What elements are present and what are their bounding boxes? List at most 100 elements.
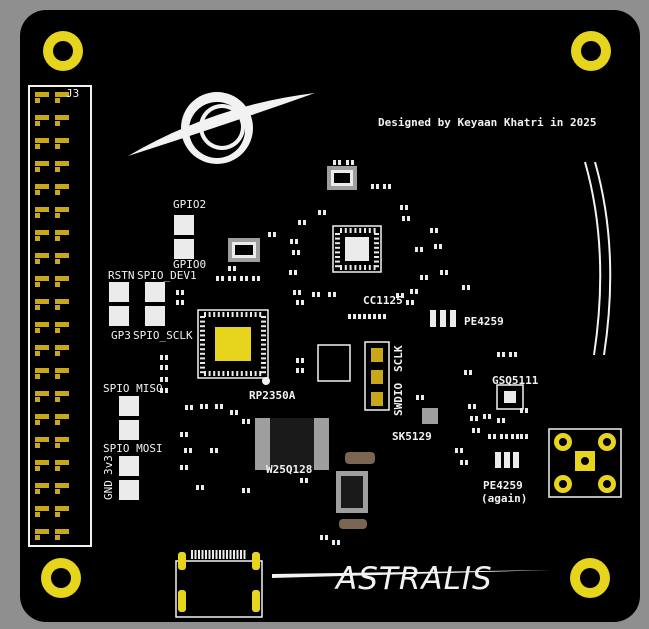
header-pin [55, 115, 69, 120]
smd-pad [190, 405, 193, 410]
qfn-pin [254, 312, 257, 317]
header-pin [35, 512, 40, 517]
qfn-pin [261, 362, 266, 364]
smd-pad [511, 434, 514, 439]
usb-pin [215, 550, 218, 559]
header-pin [55, 512, 60, 517]
qfn-pin [200, 334, 205, 337]
smd-pad [445, 270, 448, 275]
header-pin [55, 345, 69, 350]
smd-pad [435, 228, 438, 233]
smd-pad [300, 478, 303, 483]
chip-sk5129 [422, 408, 438, 424]
label-cc1125: CC1125 [363, 294, 403, 307]
smd-pad [509, 352, 512, 357]
pad-spio-dev1 [145, 282, 165, 302]
smd-pad [185, 405, 188, 410]
qfn-pin [374, 242, 379, 245]
header-pin [55, 506, 69, 511]
smd-pad [353, 314, 356, 319]
smd-pad [473, 404, 476, 409]
pad-gpio2 [174, 215, 194, 235]
smd-pad [196, 485, 199, 490]
smd-pad [215, 448, 218, 453]
header-pin [35, 397, 40, 402]
smd-pad [165, 365, 168, 370]
board-outline [20, 10, 640, 622]
header-pin [35, 322, 49, 327]
header-pin [55, 414, 69, 419]
smd-pad [235, 410, 238, 415]
header-pin [35, 184, 49, 189]
usb-pin [236, 550, 239, 559]
header-pin [35, 489, 40, 494]
label-rstn: RSTN [108, 269, 135, 282]
qfn-pin [227, 312, 229, 317]
smd-pad [500, 434, 503, 439]
qfn-pin [261, 325, 266, 328]
header-pin [35, 236, 40, 241]
smd-pad [220, 404, 223, 409]
qfn-pin [204, 371, 206, 376]
qfn-pin [340, 265, 342, 270]
smd-pad [525, 408, 528, 413]
qfn-pin [200, 316, 205, 318]
header-pin [35, 391, 49, 396]
smd-pad [296, 358, 299, 363]
header-pin [35, 506, 49, 511]
qfn-pin [354, 228, 357, 233]
smd-pad [216, 276, 219, 281]
smd-pad [332, 540, 335, 545]
smd-pad [230, 410, 233, 415]
smd-pad [488, 414, 491, 419]
crystal-top [327, 166, 357, 190]
qfn-pin [344, 265, 347, 270]
smd-pad [180, 465, 183, 470]
smd-pad [460, 448, 463, 453]
pad-rstn [109, 282, 129, 302]
qfn-pin [200, 362, 205, 364]
rf-connector [548, 428, 622, 498]
smd-pad [184, 448, 187, 453]
qfn-pin [344, 228, 347, 233]
smd-pad [247, 488, 250, 493]
smd-pad [160, 388, 163, 393]
header-pin [35, 138, 49, 143]
qfn-pin [359, 265, 362, 270]
label-spio-dev1: SPIO_DEV1 [137, 269, 197, 282]
smd-pad [525, 434, 528, 439]
smd-pad [396, 293, 399, 298]
smd-pad [488, 434, 491, 439]
qfn-pin [200, 339, 205, 341]
qfn-pin [261, 357, 266, 360]
header-pin [35, 368, 49, 373]
header-pin [35, 121, 40, 126]
qfn-pin [200, 371, 205, 374]
smd-pad [233, 266, 236, 271]
smd-pad [180, 432, 183, 437]
smd-pad [464, 370, 467, 375]
header-pin [55, 190, 60, 195]
chip-pe4259 [430, 310, 456, 327]
qfn-pin [364, 265, 366, 270]
smd-pad [181, 300, 184, 305]
mount-hole-top-right [571, 31, 611, 71]
smd-pad [410, 289, 413, 294]
smd-pad [165, 388, 168, 393]
qfn-pin [374, 265, 379, 268]
header-pin [35, 443, 40, 448]
label-rp2350a: RP2350A [249, 389, 296, 402]
label-gpio0: GPIO0 [173, 258, 206, 271]
label-spio-miso: SPIO MISO [103, 382, 163, 395]
smd-pad [176, 300, 179, 305]
qfn-pin [261, 371, 266, 374]
smd-pad [205, 404, 208, 409]
header-pin [35, 328, 40, 333]
usb-pin [201, 550, 204, 559]
pin-header-outline [28, 85, 92, 547]
qfn-pin [261, 352, 266, 355]
header-pin [35, 144, 40, 149]
smd-pad [185, 465, 188, 470]
header-pin [55, 98, 60, 103]
smd-pad [273, 232, 276, 237]
